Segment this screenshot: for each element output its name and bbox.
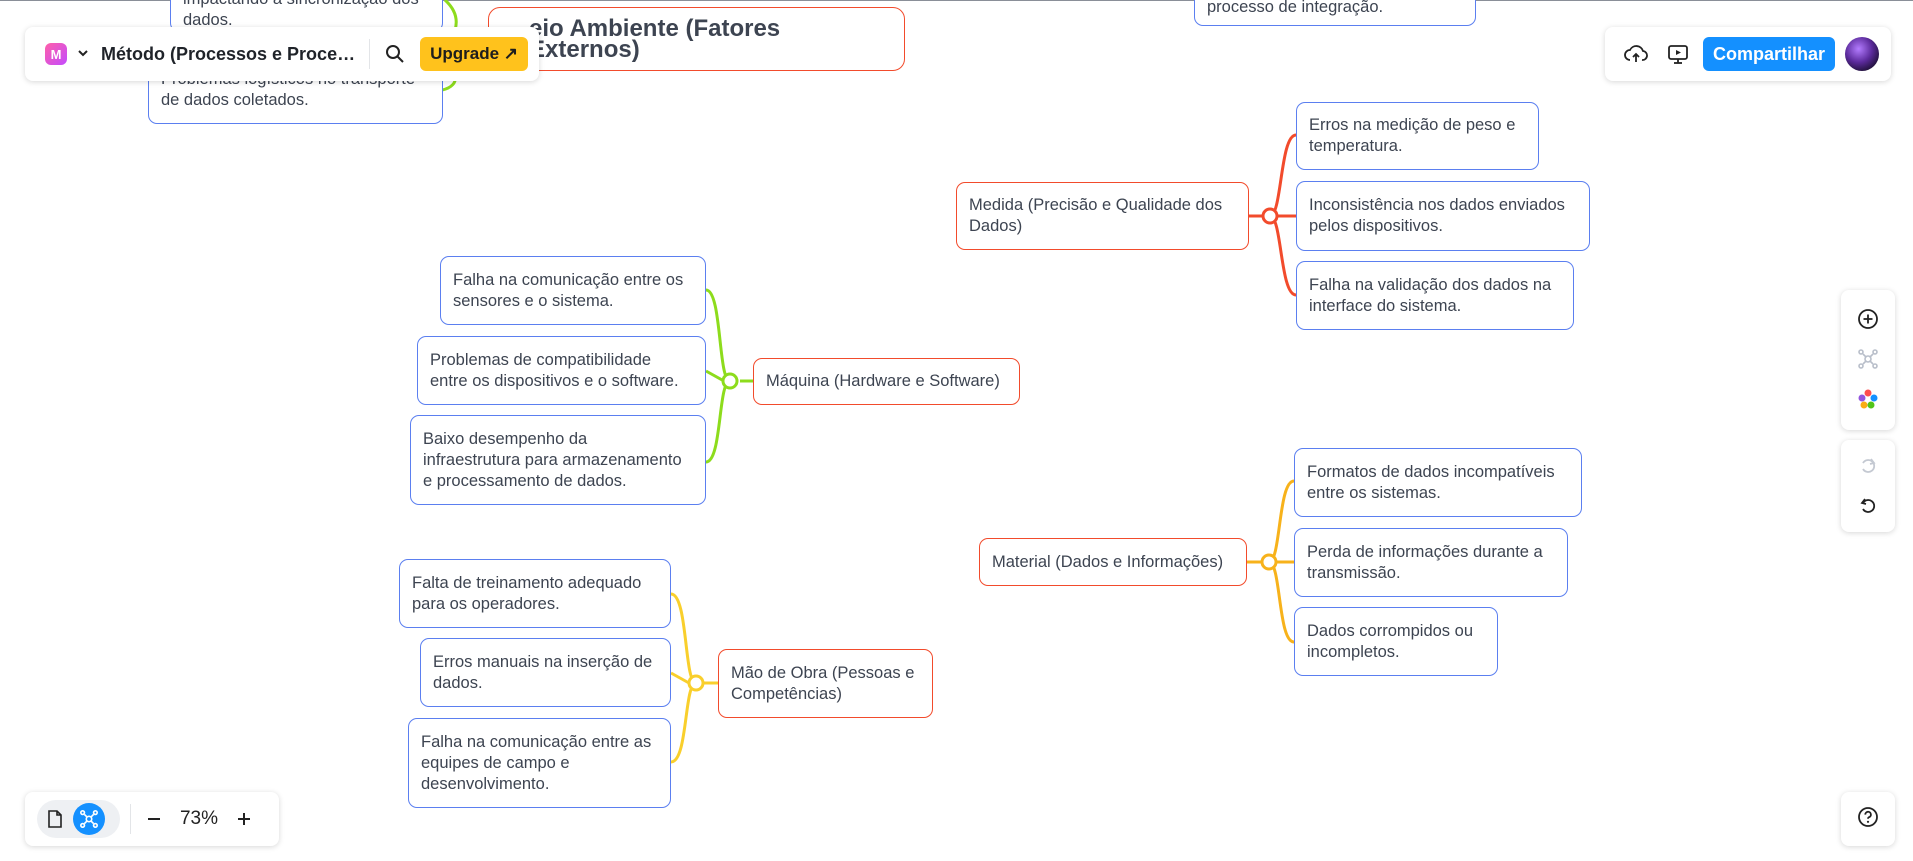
- window-top-border: [0, 0, 1913, 1]
- mindmap-view-icon[interactable]: [73, 803, 105, 835]
- cloud-upload-icon[interactable]: [1619, 37, 1653, 71]
- branch-maquina[interactable]: Máquina (Hardware e Software): [753, 358, 1020, 405]
- add-circle-icon[interactable]: [1851, 302, 1885, 336]
- branch-material[interactable]: Material (Dados e Informações): [979, 538, 1247, 586]
- share-toolbar: Compartilhar: [1605, 27, 1891, 81]
- help-button[interactable]: [1841, 792, 1895, 846]
- document-toolbar: M Método (Processos e Proce… Upgrade ↗: [25, 27, 539, 81]
- mindmap-structure-icon[interactable]: [1851, 342, 1885, 376]
- medida-connectors: [1249, 133, 1297, 297]
- share-button[interactable]: Compartilhar: [1703, 37, 1836, 71]
- view-toggle: [37, 800, 120, 838]
- side-tools-panel: [1841, 290, 1895, 430]
- leaf-mao-1[interactable]: Falta de treinamento adequado para os op…: [399, 559, 671, 628]
- history-panel: [1841, 440, 1895, 532]
- document-title[interactable]: Método (Processos e Proce…: [101, 43, 356, 64]
- leaf-maquina-3[interactable]: Baixo desempenho da infraestrutura para …: [410, 415, 706, 505]
- leaf-medida-3[interactable]: Falha na validação dos dados na interfac…: [1296, 261, 1574, 330]
- help-icon: [1857, 806, 1879, 833]
- redo-icon[interactable]: [1851, 448, 1885, 482]
- zoom-in-icon[interactable]: [227, 802, 261, 836]
- leaf-material-1[interactable]: Formatos de dados incompatíveis entre os…: [1294, 448, 1582, 517]
- maquina-connectors: [705, 288, 753, 464]
- branch-medida[interactable]: Medida (Precisão e Qualidade dos Dados): [956, 182, 1249, 250]
- zoom-level: 73%: [179, 808, 219, 829]
- partial-node-integration[interactable]: processo de integração.: [1194, 0, 1476, 26]
- color-palette-icon[interactable]: [1851, 382, 1885, 416]
- leaf-maquina-1[interactable]: Falha na comunicação entre os sensores e…: [440, 256, 706, 325]
- leaf-maquina-2[interactable]: Problemas de compatibilidade entre os di…: [417, 336, 706, 405]
- mao-connectors: [670, 592, 718, 764]
- branch-mao-de-obra[interactable]: Mão de Obra (Pessoas e Competências): [718, 649, 933, 718]
- present-icon[interactable]: [1661, 37, 1695, 71]
- leaf-medida-1[interactable]: Erros na medição de peso e temperatura.: [1296, 102, 1539, 170]
- material-connectors: [1247, 479, 1295, 644]
- undo-icon[interactable]: [1851, 488, 1885, 522]
- toolbar-divider: [369, 39, 371, 69]
- leaf-mao-2[interactable]: Erros manuais na inserção de dados.: [420, 638, 671, 707]
- leaf-material-3[interactable]: Dados corrompidos ou incompletos.: [1294, 607, 1498, 676]
- chevron-down-icon[interactable]: [77, 46, 89, 62]
- zoom-toolbar: 73%: [25, 792, 279, 846]
- app-logo-icon[interactable]: M: [45, 43, 67, 65]
- upgrade-button[interactable]: Upgrade ↗: [420, 37, 528, 71]
- topic-meio-ambiente[interactable]: eio Ambiente (Fatores Externos): [488, 7, 905, 71]
- avatar[interactable]: [1845, 37, 1880, 71]
- zoom-out-icon[interactable]: [137, 802, 171, 836]
- search-icon[interactable]: [378, 37, 412, 71]
- leaf-medida-2[interactable]: Inconsistência nos dados enviados pelos …: [1296, 181, 1590, 251]
- zoom-divider: [130, 804, 131, 834]
- leaf-mao-3[interactable]: Falha na comunicação entre as equipes de…: [408, 718, 671, 808]
- leaf-material-2[interactable]: Perda de informações durante a transmiss…: [1294, 528, 1568, 597]
- document-view-icon[interactable]: [37, 802, 73, 836]
